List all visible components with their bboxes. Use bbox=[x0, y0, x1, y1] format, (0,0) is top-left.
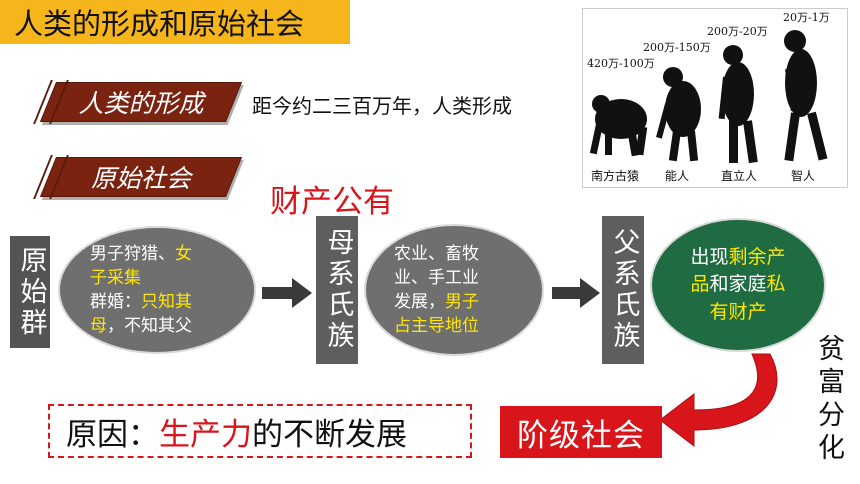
stage-patriarchal-clan: 父系氏族 bbox=[602, 216, 644, 364]
ellipse-text: ： bbox=[124, 292, 141, 312]
ellipse-text: 业、手工业 bbox=[394, 267, 479, 288]
ellipse-highlight: 品 bbox=[690, 273, 710, 296]
homo-erectus-figure bbox=[718, 45, 758, 164]
human-formation-text: 距今约二三百万年，人类形成 bbox=[252, 94, 512, 118]
evolution-range-label: 200万-20万 bbox=[707, 25, 768, 38]
section-label-primitive-society: 原始社会 bbox=[33, 155, 243, 199]
homo-sapiens-figure bbox=[784, 30, 828, 162]
curved-red-arrow bbox=[659, 353, 778, 448]
reason-suffix: 的不断发展 bbox=[252, 416, 407, 453]
section-label-human-formation: 人类的形成 bbox=[33, 80, 243, 124]
evolution-stage-name: 直立人 bbox=[721, 169, 758, 183]
homo-habilis-figure bbox=[656, 67, 701, 162]
matriarchal-clan-features: 农业、畜牧 业、手工业 发展，男子 占主导地位 bbox=[364, 224, 544, 356]
page-title: 人类的形成和原始社会 bbox=[0, 0, 350, 44]
reason-prefix: 原因： bbox=[66, 416, 159, 453]
reason-highlight: 生产力 bbox=[159, 416, 252, 453]
ellipse-highlight: 母 bbox=[90, 316, 107, 337]
arrow-shaft bbox=[552, 287, 580, 299]
human-evolution-illustration: 420万-100万 200万-150万 200万-20万 20万-1万 南方古猿… bbox=[582, 8, 848, 188]
evolution-stage-name: 南方古猿 bbox=[591, 169, 640, 183]
ellipse-highlight: 只知其 bbox=[141, 292, 192, 312]
patriarchal-clan-features: 出现剩余产 品和家庭私 有财产 bbox=[650, 218, 826, 352]
ellipse-highlight: 子采集 bbox=[90, 267, 141, 288]
evolution-figures bbox=[589, 30, 828, 164]
flow-arrow bbox=[262, 278, 312, 308]
stage-matriarchal-clan: 母系氏族 bbox=[316, 216, 358, 364]
flow-arrow bbox=[552, 278, 600, 308]
australopithecus-figure bbox=[589, 95, 648, 157]
ellipse-highlight: 有财产 bbox=[709, 300, 767, 323]
section-label-text: 人类的形成 bbox=[78, 89, 204, 118]
ellipse-text: 发展， bbox=[394, 292, 445, 312]
arrow-head bbox=[580, 278, 600, 308]
ellipse-text: 和家庭 bbox=[709, 273, 767, 296]
ellipse-highlight: 占主导地位 bbox=[394, 316, 479, 337]
ellipse-text: 群婚 bbox=[90, 292, 124, 312]
ellipse-text: 男子狩猎、 bbox=[90, 243, 175, 264]
ellipse-text: 农业、畜牧 bbox=[394, 243, 479, 264]
ellipse-highlight: 剩余产 bbox=[728, 245, 786, 268]
public-property-caption: 财产公有 bbox=[270, 184, 394, 220]
ellipse-highlight: 私 bbox=[766, 273, 786, 296]
wealth-polarization-label: 贫富分化 bbox=[813, 334, 844, 466]
arrow-shaft bbox=[262, 287, 292, 299]
ellipse-text: 出现 bbox=[690, 245, 729, 268]
section-label-text: 原始社会 bbox=[90, 164, 191, 193]
class-society-label: 阶级社会 bbox=[517, 417, 645, 454]
evolution-range-label: 200万-150万 bbox=[643, 41, 711, 54]
evolution-stage-name: 能人 bbox=[665, 169, 690, 183]
class-society-box: 阶级社会 bbox=[500, 406, 662, 458]
ellipse-highlight: 男子 bbox=[445, 292, 479, 312]
stage-primitive-group-label: 原始群 bbox=[15, 245, 47, 339]
ellipse-text: ，不知其父 bbox=[107, 316, 192, 337]
stage-primitive-group: 原始群 bbox=[10, 236, 50, 348]
evolution-stage-name: 智人 bbox=[791, 169, 816, 183]
evolution-range-label: 420万-100万 bbox=[587, 57, 655, 70]
arrow-head bbox=[292, 278, 312, 308]
ellipse-highlight: 女 bbox=[175, 243, 192, 264]
primitive-group-features: 男子狩猎、女 子采集 群婚：只知其 母，不知其父 bbox=[58, 226, 256, 354]
page-title-text: 人类的形成和原始社会 bbox=[14, 7, 305, 41]
evolution-range-label: 20万-1万 bbox=[783, 11, 830, 24]
stage-matriarchal-clan-label: 母系氏族 bbox=[322, 228, 354, 352]
stage-patriarchal-clan-label: 父系氏族 bbox=[608, 228, 640, 352]
reason-box: 原因：生产力的不断发展 bbox=[48, 404, 472, 458]
